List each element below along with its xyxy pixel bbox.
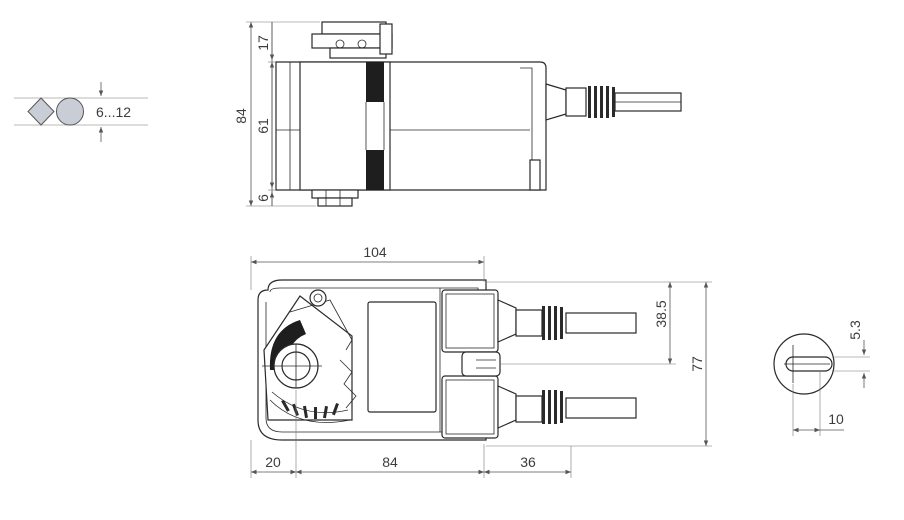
side-view: 84 17 61 6: [233, 21, 682, 207]
top-left-offset-dim: 20: [265, 454, 281, 470]
round-shaft-icon: [56, 97, 84, 126]
top-height-dim: 77: [689, 356, 705, 372]
shaft-range-symbol: 6...12: [14, 82, 148, 142]
side-housing: [275, 61, 547, 191]
shaft-slot-length-dim: 10: [828, 411, 844, 427]
side-total-dim: 84: [233, 108, 249, 124]
side-bottom-dim: 6: [255, 194, 271, 202]
shaft-range-label: 6...12: [96, 104, 131, 120]
top-connector-upper: [441, 289, 637, 353]
side-feet: [311, 189, 359, 207]
top-connector-lower: [441, 375, 637, 439]
top-connector-offset-dim: 38.5: [653, 300, 669, 327]
side-clamp: [311, 21, 393, 59]
top-view: 104 77 38.5 20 84 36: [250, 244, 712, 478]
top-cable-length-dim: 36: [520, 454, 536, 470]
shaft-slot-offset-dim: 5.3: [847, 320, 863, 340]
side-middle-dim: 61: [255, 118, 271, 134]
shaft-detail: 5.3 10: [773, 320, 870, 436]
top-width-dim: 104: [363, 244, 387, 260]
top-body-length-dim: 84: [382, 454, 398, 470]
square-shaft-icon: [27, 97, 55, 126]
side-top-dim: 17: [255, 35, 271, 51]
side-cable: [545, 83, 682, 121]
top-clamp: [262, 289, 357, 423]
